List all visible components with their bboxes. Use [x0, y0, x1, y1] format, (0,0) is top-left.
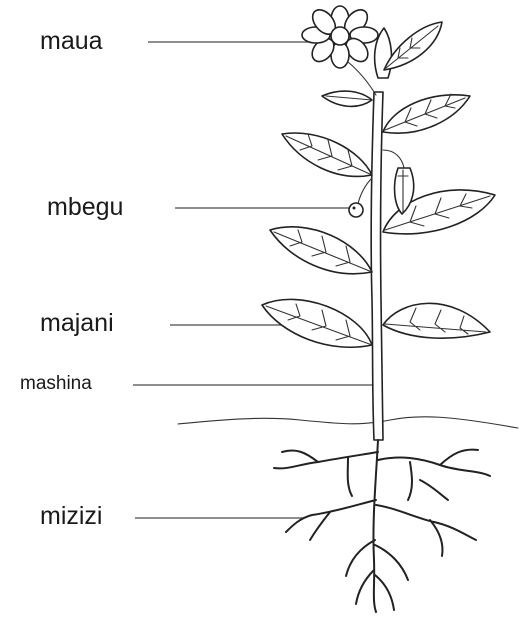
- leaf-middle-left: [282, 133, 372, 176]
- leaf-top-right: [384, 22, 442, 70]
- label-roots: mizizi: [40, 504, 103, 529]
- leaf-upper-right: [383, 94, 470, 133]
- label-leaves: majani: [40, 311, 114, 336]
- roots: [274, 440, 490, 612]
- flower: [302, 5, 391, 95]
- label-seed: mbegu: [47, 195, 123, 220]
- leaf-upper-left-small: [322, 91, 372, 106]
- hanging-fruit: [383, 150, 414, 214]
- leaf-bottom-right: [383, 303, 490, 338]
- label-stem: mashina: [20, 374, 92, 393]
- stem: [371, 92, 383, 440]
- ground-line: [178, 417, 518, 428]
- leaf-bottom-left: [262, 299, 372, 347]
- label-flower: maua: [40, 29, 103, 54]
- leaf-lower-left: [270, 227, 372, 274]
- seed: [349, 178, 372, 217]
